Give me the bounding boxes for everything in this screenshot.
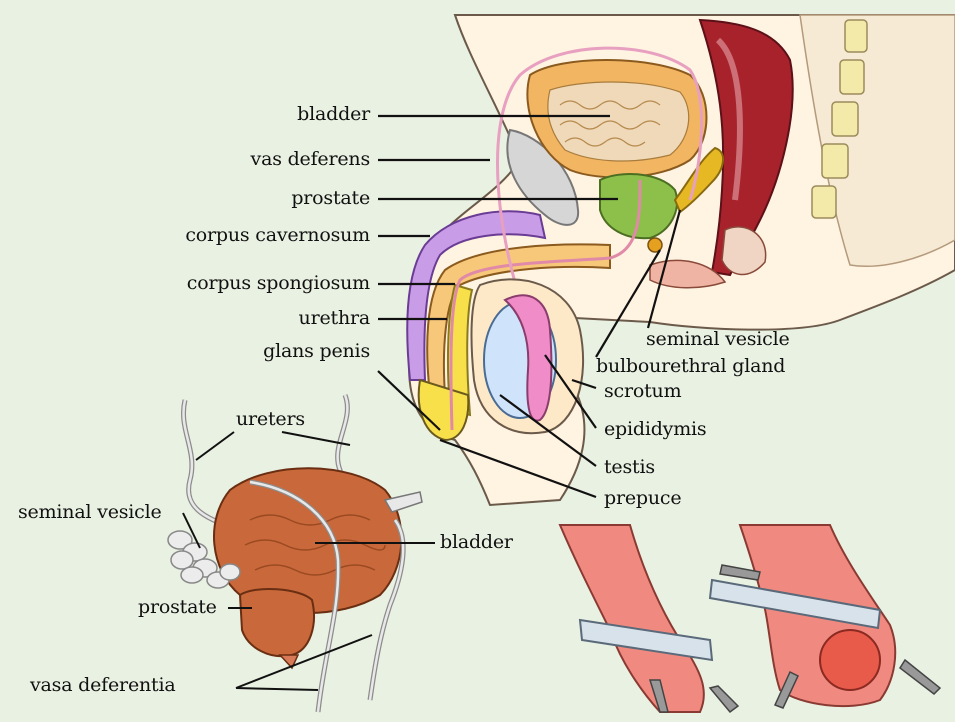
label-posterior-seminal-vesicle: seminal vesicle xyxy=(18,503,162,522)
label-ureters: ureters xyxy=(236,410,305,429)
procedure-panel-right xyxy=(710,525,940,708)
label-corpus-spongiosum: corpus spongiosum xyxy=(187,274,370,293)
label-epididymis: epididymis xyxy=(604,420,706,439)
label-vas-deferens: vas deferens xyxy=(251,150,370,169)
label-bulbourethral-gland: bulbourethral gland xyxy=(596,357,785,376)
posterior-prostate-organ xyxy=(240,589,314,656)
label-corpus-cavernosum: corpus cavernosum xyxy=(185,226,370,245)
label-prostate: prostate xyxy=(291,189,370,208)
label-scrotum: scrotum xyxy=(604,382,681,401)
procedure-panel-left xyxy=(560,525,738,712)
label-glans-penis: glans penis xyxy=(263,342,370,361)
bulbourethral-gland-organ xyxy=(648,238,662,252)
label-posterior-prostate: prostate xyxy=(138,598,217,617)
posterior-bladder-organ xyxy=(214,468,401,613)
label-vasa-deferentia: vasa deferentia xyxy=(30,676,175,695)
label-prepuce: prepuce xyxy=(604,489,681,508)
label-urethra: urethra xyxy=(299,309,370,328)
label-testis: testis xyxy=(604,458,655,477)
label-posterior-bladder: bladder xyxy=(440,533,513,552)
label-seminal-vesicle: seminal vesicle xyxy=(646,330,790,349)
posterior-view xyxy=(168,395,435,712)
label-bladder: bladder xyxy=(297,105,370,124)
